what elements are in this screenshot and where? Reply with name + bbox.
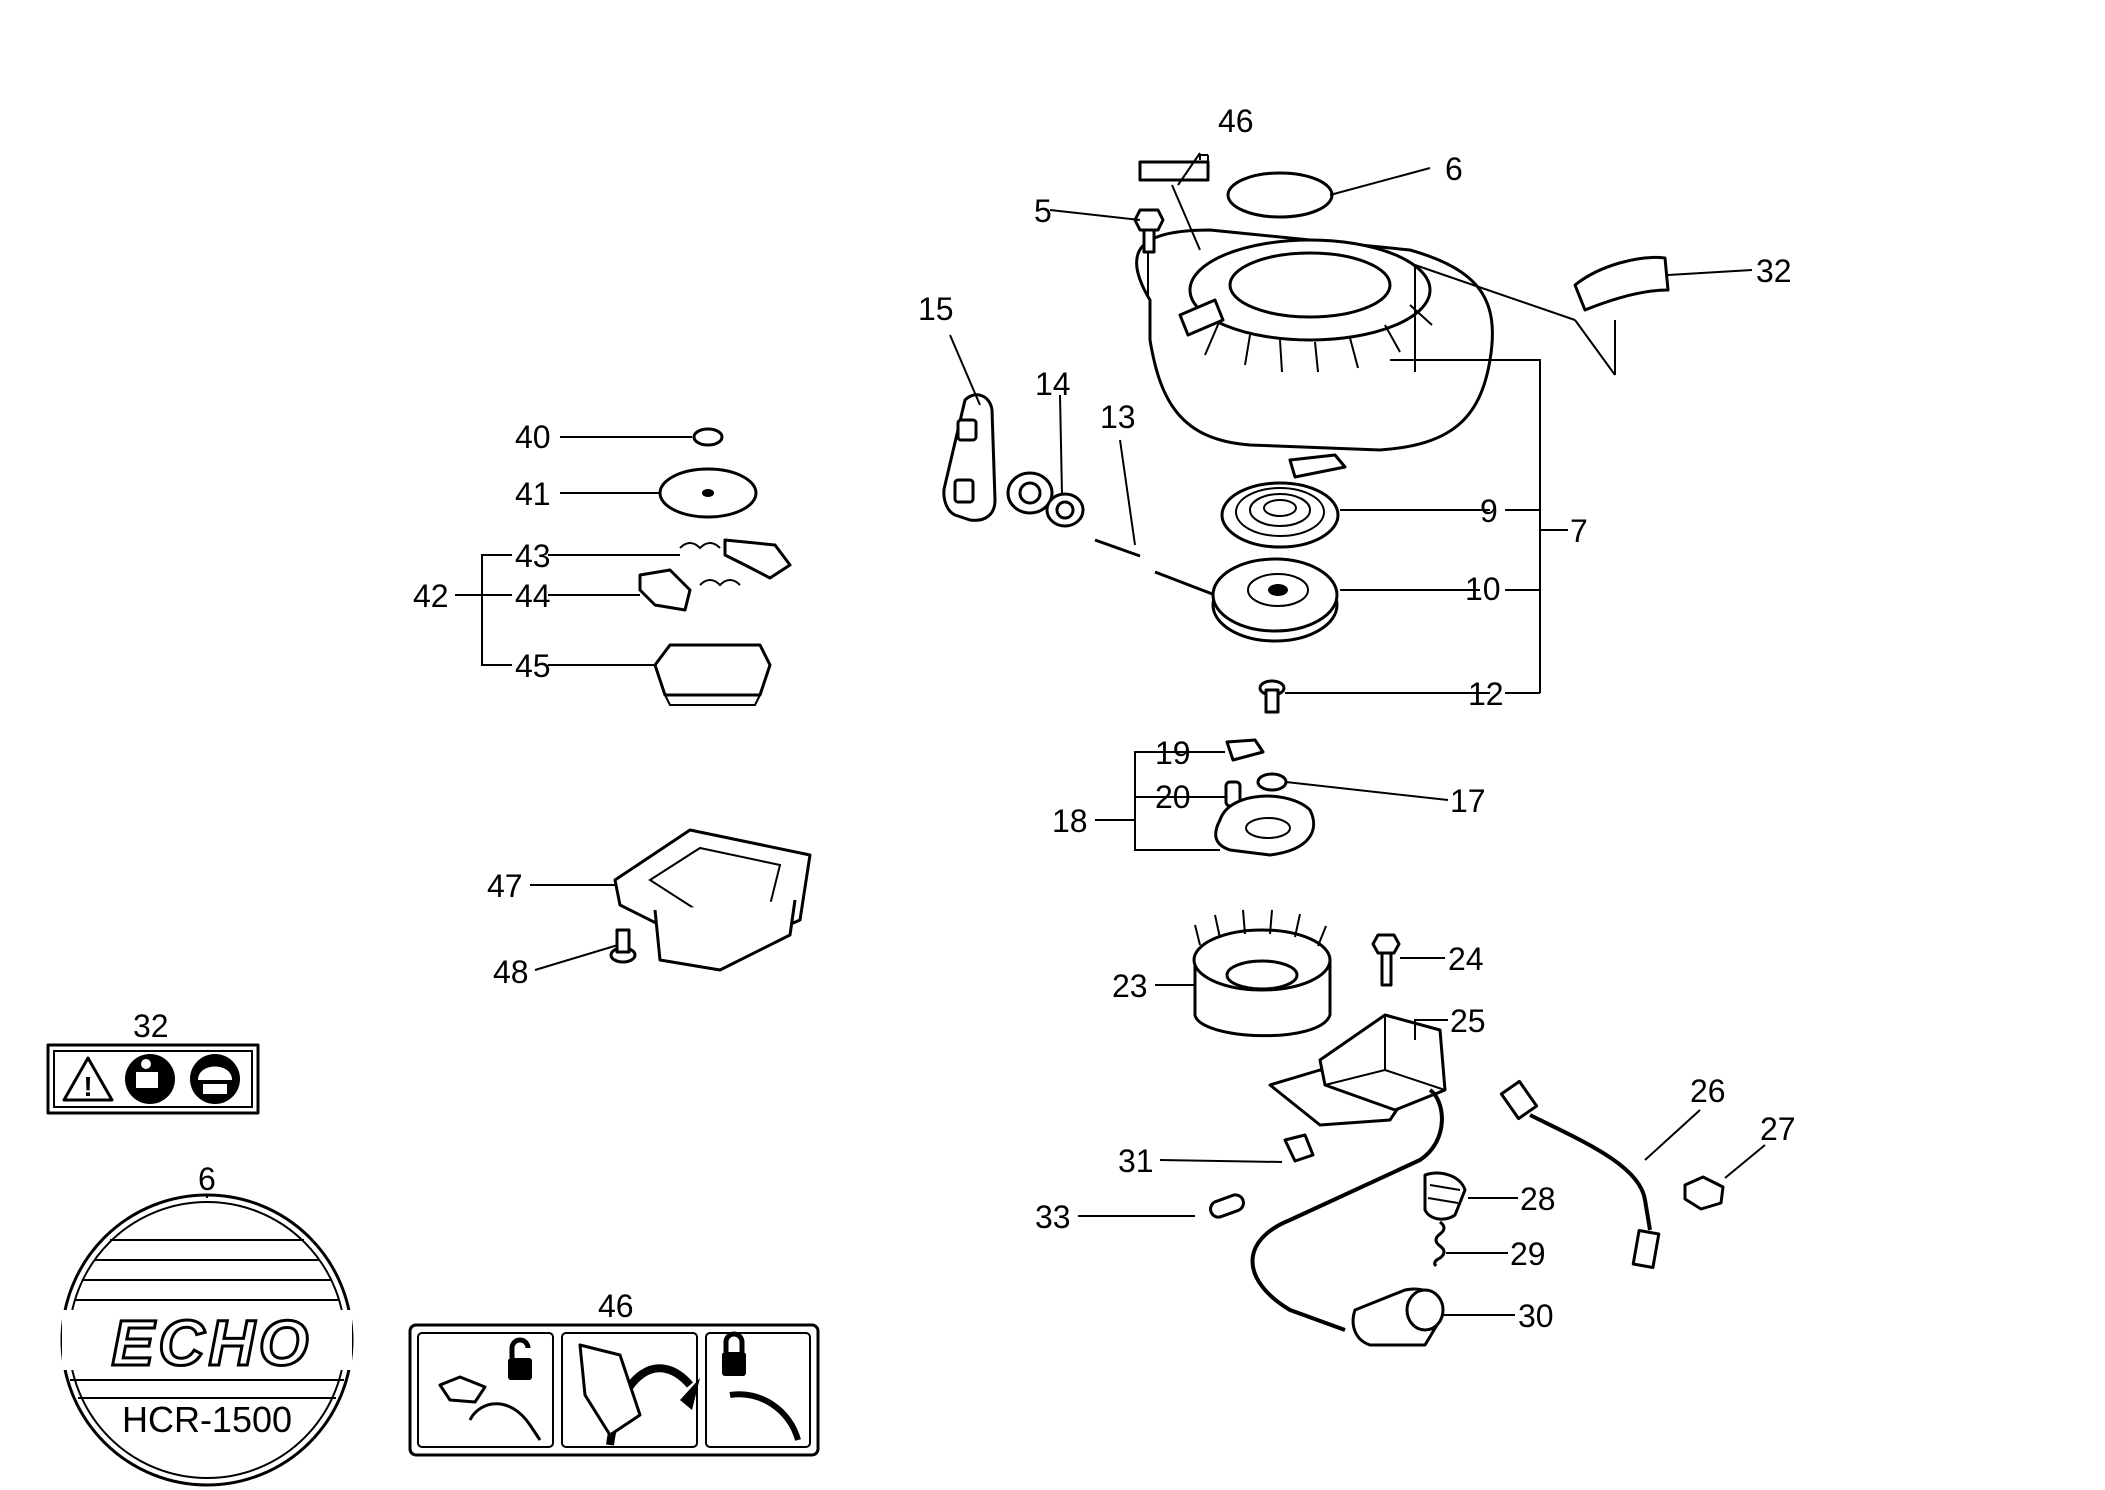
rope-13 <box>1094 538 1141 558</box>
terminal-28 <box>1423 1171 1467 1221</box>
read-manual-icon <box>125 1054 175 1104</box>
callout-numbers: 46 6 5 32 15 14 13 9 7 10 12 19 20 17 18… <box>133 103 1796 1334</box>
callout-14: 14 <box>1035 366 1071 402</box>
nut-27 <box>1683 1175 1725 1211</box>
callout-27: 27 <box>1760 1111 1796 1147</box>
plug-cap-30 <box>1351 1287 1445 1347</box>
callout-19: 19 <box>1155 735 1191 771</box>
callout-12: 12 <box>1468 676 1504 712</box>
clamp-31 <box>1283 1133 1315 1163</box>
callout-26: 26 <box>1690 1073 1726 1109</box>
screw-12 <box>1258 679 1286 714</box>
callout-46: 46 <box>1218 103 1254 139</box>
callout-32: 32 <box>1756 253 1792 289</box>
screw-48 <box>609 928 637 964</box>
washer-40 <box>692 427 724 447</box>
ratchet-19 <box>1225 738 1265 762</box>
callout-40: 40 <box>515 419 551 455</box>
decal-title-46: 46 <box>598 1288 634 1324</box>
instruction-decal-46 <box>408 1323 820 1457</box>
ground-wire-26 <box>1499 1079 1661 1269</box>
callout-13: 13 <box>1100 399 1136 435</box>
callout-48: 48 <box>493 954 529 990</box>
callout-17: 17 <box>1450 783 1486 819</box>
head-protection-icon <box>190 1054 240 1104</box>
callout-43: 43 <box>515 538 551 574</box>
callout-9: 9 <box>1480 493 1498 529</box>
callout-15: 15 <box>918 291 954 327</box>
logo-decal-6: ECHO HCR-1500 <box>60 1193 354 1487</box>
case-47 <box>613 828 812 972</box>
callout-24: 24 <box>1448 941 1484 977</box>
flywheel-23 <box>1192 909 1332 1038</box>
callout-18: 18 <box>1052 803 1088 839</box>
logo-model: HCR-1500 <box>122 1399 292 1440</box>
callout-30: 30 <box>1518 1298 1554 1334</box>
callout-10: 10 <box>1465 571 1501 607</box>
pulley-18 <box>1214 794 1316 857</box>
sleeve-33 <box>1209 1193 1245 1219</box>
callout-20: 20 <box>1155 779 1191 815</box>
pawl-44 <box>638 568 741 612</box>
decal-title-6: 6 <box>198 1161 216 1197</box>
leader-lines <box>206 152 1766 1316</box>
callout-31: 31 <box>1118 1143 1154 1179</box>
decal-6-small <box>1226 171 1334 219</box>
washer-17 <box>1256 772 1288 792</box>
decal-title-32: 32 <box>133 1008 169 1044</box>
warning-decal-32: ! <box>46 1043 260 1115</box>
pad-45 <box>653 643 772 706</box>
decal-46-small <box>1138 160 1210 182</box>
callout-28: 28 <box>1520 1181 1556 1217</box>
callout-41: 41 <box>515 476 551 512</box>
decal-32-small <box>1573 255 1670 312</box>
starter-housing <box>1135 228 1494 479</box>
callout-5: 5 <box>1034 193 1052 229</box>
plate-41 <box>658 467 758 519</box>
callout-45: 45 <box>515 648 551 684</box>
warning-triangle-icon: ! <box>62 1056 114 1102</box>
svg-text:!: ! <box>83 1071 92 1102</box>
reel-10 <box>1211 557 1339 643</box>
callout-23: 23 <box>1112 968 1148 1004</box>
callout-47: 47 <box>487 868 523 904</box>
recoil-spring-9 <box>1220 481 1340 549</box>
callout-33: 33 <box>1035 1199 1071 1235</box>
callout-29: 29 <box>1510 1236 1546 1272</box>
rope-guide-14 <box>1045 492 1085 528</box>
bolt-24 <box>1371 933 1401 987</box>
spring-29 <box>1433 1220 1446 1268</box>
callout-42: 42 <box>413 578 449 614</box>
starter-handle-15 <box>942 393 1054 522</box>
lock-icon <box>722 1331 746 1376</box>
callout-7: 7 <box>1570 513 1588 549</box>
callout-44: 44 <box>515 578 551 614</box>
callout-6: 6 <box>1445 151 1463 187</box>
pawl-43 <box>679 538 792 580</box>
unlock-icon <box>508 1337 532 1380</box>
callout-25: 25 <box>1450 1003 1486 1039</box>
ignition-coil-25 <box>1250 1013 1447 1332</box>
logo-brand: ECHO <box>112 1307 313 1379</box>
